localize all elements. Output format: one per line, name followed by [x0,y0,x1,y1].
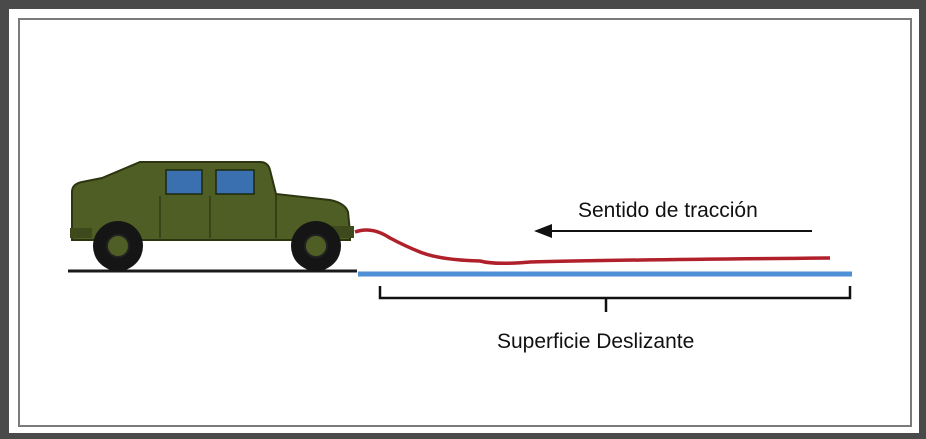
arrow-left-icon [534,224,812,238]
military-vehicle-icon [70,161,354,271]
tow-rope [354,228,831,266]
brace-icon [378,286,852,312]
pull-direction-label: Sentido de tracción [578,199,758,222]
sliding-surface-label: Superficie Deslizante [497,330,695,353]
diagram-inner-border [18,18,912,427]
